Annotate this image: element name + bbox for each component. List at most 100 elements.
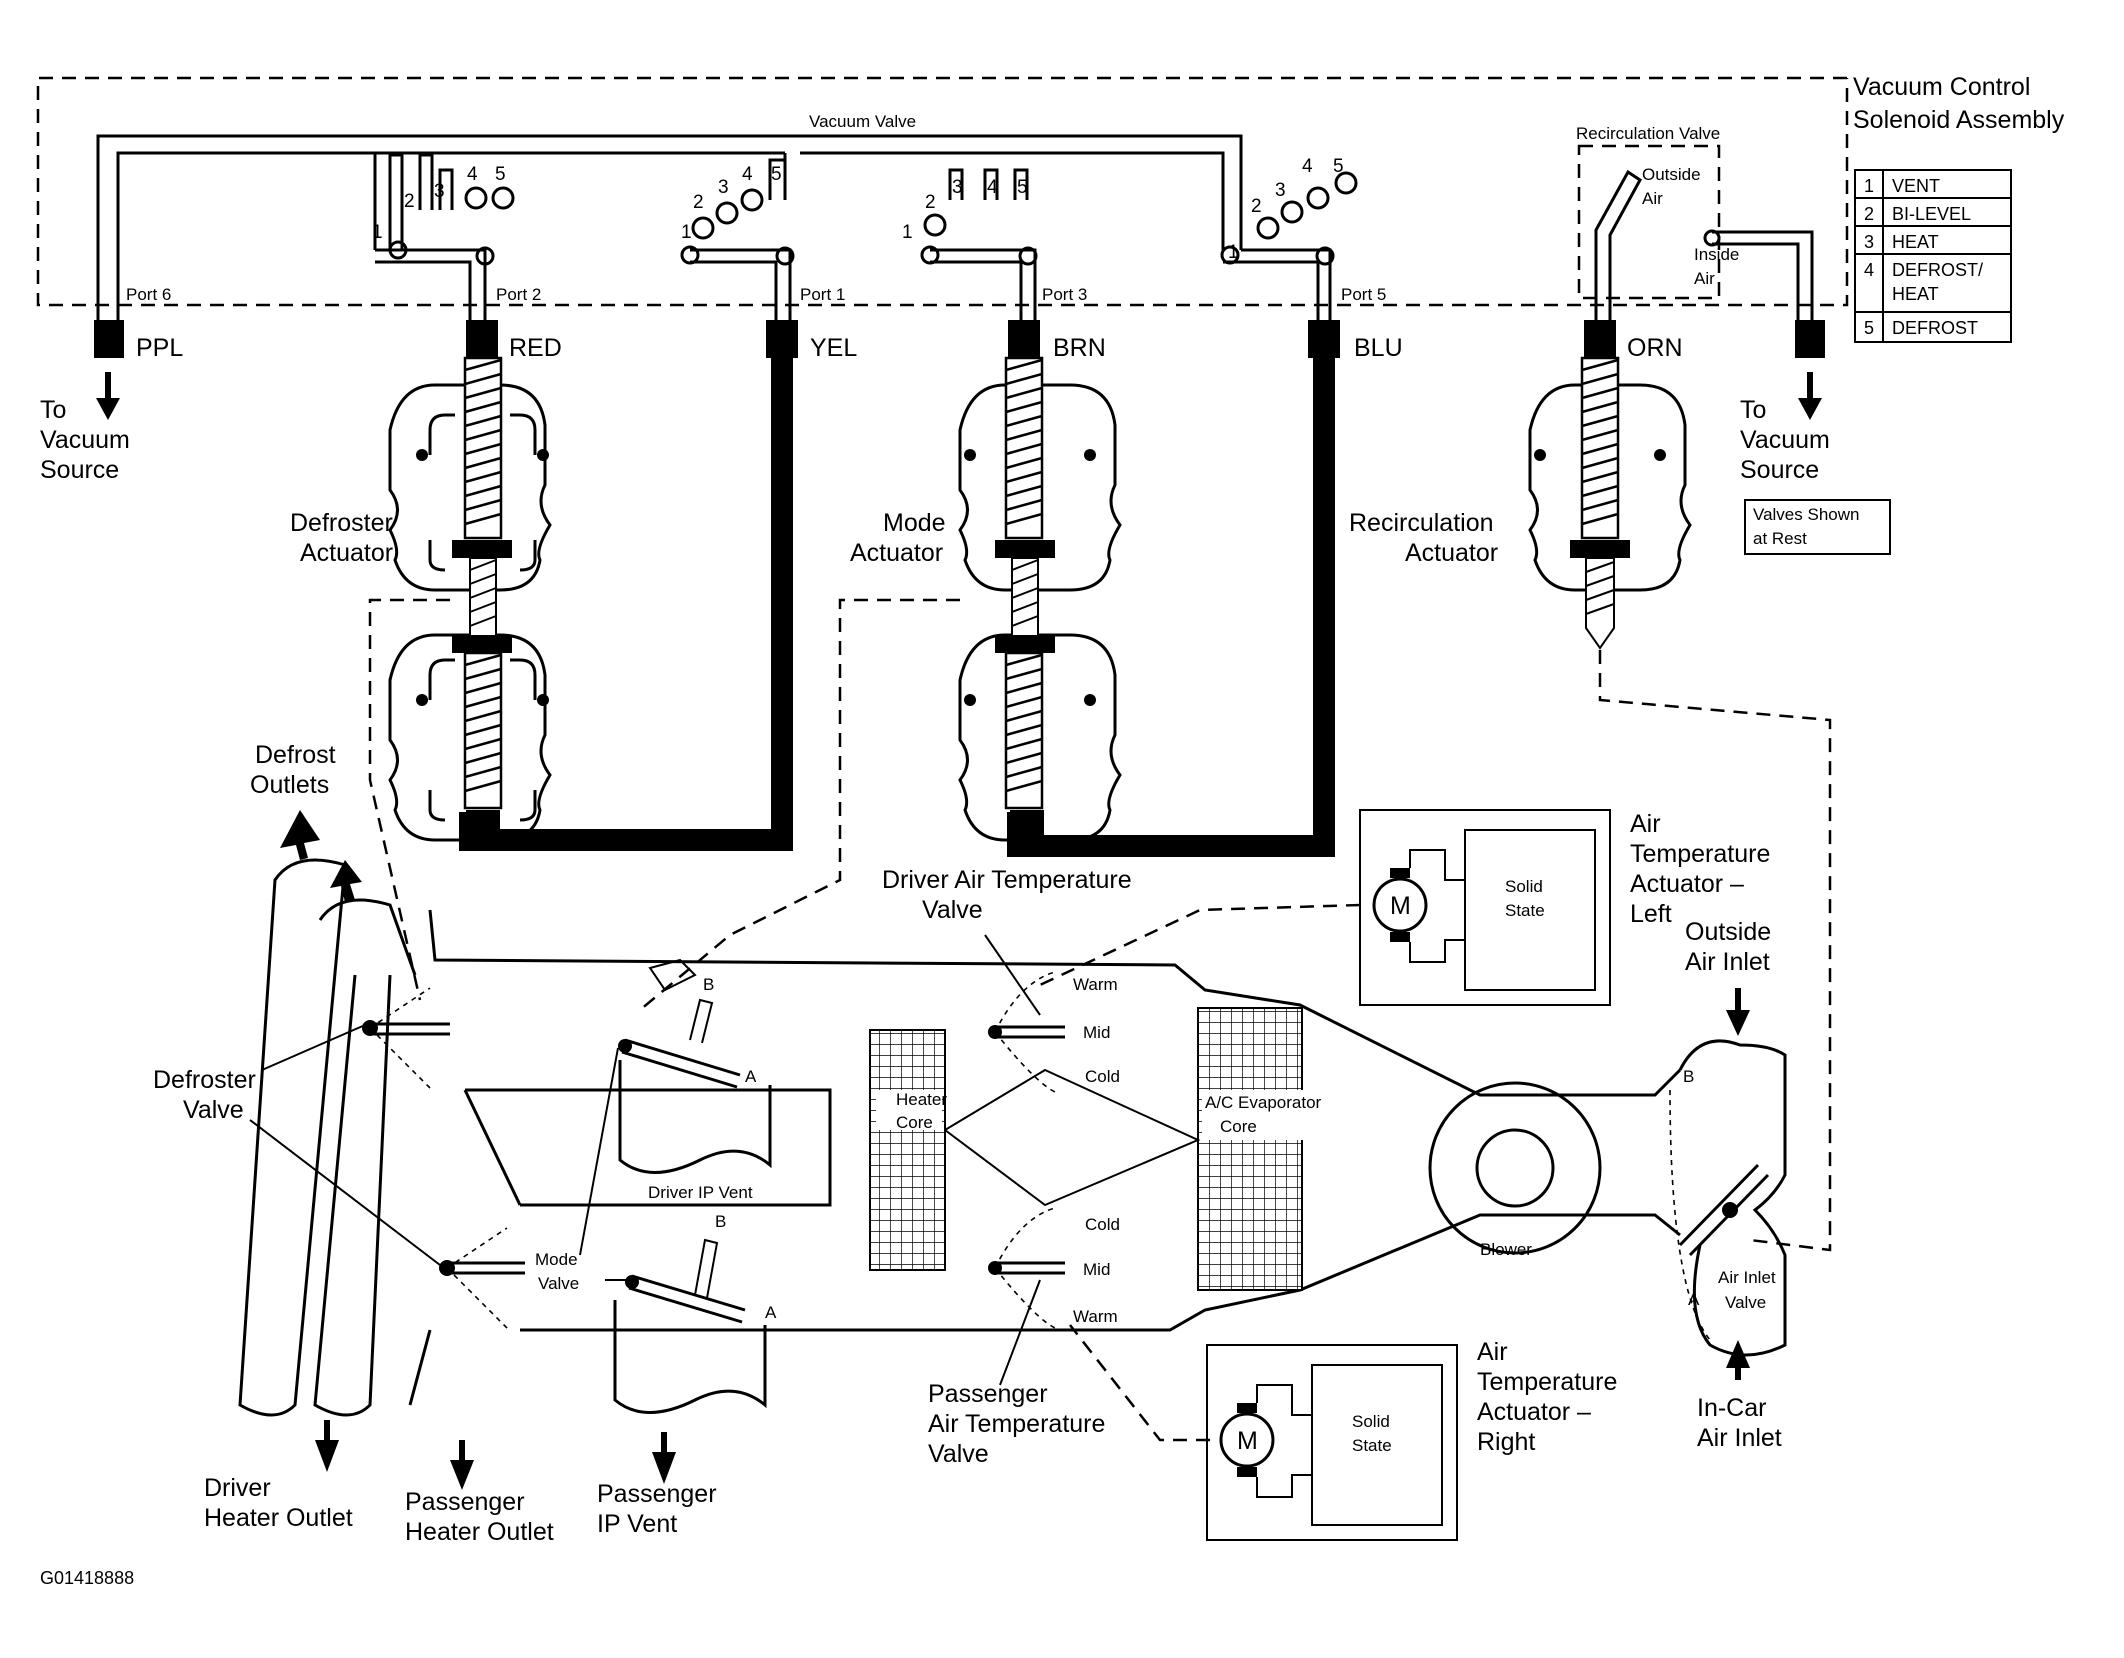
mode-a-label: A: [745, 1067, 757, 1086]
heater-core-label: Heater: [896, 1090, 947, 1109]
color-orn: ORN: [1627, 334, 1683, 362]
mode-b-label-2: B: [715, 1212, 726, 1231]
mode-num-1: 1: [1864, 176, 1874, 196]
solid-state-right-2: State: [1352, 1436, 1392, 1455]
figure-id: G01418888: [40, 1568, 134, 1588]
inside-air-label-2: Air: [1694, 269, 1715, 288]
pos-5b: 5: [771, 164, 782, 185]
valve-position-numbers: 1 2 3 4 5 1 2 3 4 5 1 2 3 4 5 1 2 3 4 5: [372, 156, 1344, 263]
color-brn: BRN: [1053, 334, 1106, 362]
pos-2b: 2: [693, 192, 704, 213]
pos-3d: 3: [1275, 180, 1286, 201]
up-arrow-icon: [330, 860, 362, 902]
to-vacuum-source-l1: To: [40, 396, 66, 424]
mid-label: Mid: [1083, 1023, 1110, 1042]
solid-state-left-2: State: [1505, 901, 1545, 920]
valves-shown-note-2: at Rest: [1753, 529, 1807, 548]
mode-b-label: B: [703, 975, 714, 994]
down-arrow-icon: [1726, 1010, 1750, 1036]
passenger-ip-vent-label: Passenger: [597, 1480, 717, 1508]
duct-labels: Defrost Outlets Defroster Valve Driver H…: [153, 741, 1782, 1546]
mode-heat: HEAT: [1892, 232, 1939, 252]
ac-evaporator-label: A/C Evaporator: [1205, 1093, 1322, 1112]
pos-2: 2: [404, 191, 415, 212]
passenger-air-temp-valve-label: Passenger: [928, 1380, 1048, 1408]
pos-1c: 1: [902, 222, 913, 243]
recirculation-actuator: Recirculation Actuator: [1349, 356, 1692, 650]
mode-defrost-heat-2: HEAT: [1892, 284, 1939, 304]
down-arrow-icon: [315, 1440, 339, 1472]
color-red: RED: [509, 334, 562, 362]
port-6-label: Port 6: [126, 285, 171, 304]
assembly-title-line2: Solenoid Assembly: [1853, 106, 2065, 134]
air-inlet-valve-label: Air Inlet: [1718, 1268, 1776, 1287]
vacuum-source-left: To Vacuum Source: [40, 372, 130, 484]
air-temp-right-label-4: Right: [1477, 1428, 1535, 1456]
recirculation-actuator-label-2: Actuator: [1405, 539, 1498, 567]
port-2-label: Port 2: [496, 285, 541, 304]
vacuum-source-right: To Vacuum Source Valves Shown at Rest: [1740, 372, 1891, 555]
pos-5c: 5: [1017, 177, 1028, 198]
defrost-outlets-label: Defrost: [255, 741, 336, 769]
pos-2c: 2: [925, 192, 936, 213]
mode-defrost-heat: DEFROST/: [1892, 260, 1983, 280]
motor-icon-right: M: [1237, 1427, 1258, 1455]
outside-air-label: Outside: [1642, 165, 1701, 184]
solid-state-left: Solid: [1505, 877, 1543, 896]
defroster-valve-label: Defroster: [153, 1066, 256, 1094]
pos-3c: 3: [952, 177, 963, 198]
mode-num-2: 2: [1864, 204, 1874, 224]
mode-num-3: 3: [1864, 232, 1874, 252]
linkages: [368, 598, 1832, 1442]
pos-3b: 3: [718, 177, 729, 198]
ports: Port 6 Port 2 Port 1 Port 3 Port 5 PPL R…: [94, 285, 1825, 362]
color-blu: BLU: [1354, 334, 1403, 362]
driver-air-temp-valve-label-2: Valve: [922, 896, 983, 924]
mode-vent: VENT: [1892, 176, 1940, 196]
driver-ip-vent-label: Driver IP Vent: [648, 1183, 753, 1202]
driver-heater-outlet-label-2: Heater Outlet: [204, 1504, 353, 1532]
air-temp-left-label-1: Air: [1630, 810, 1661, 838]
solenoid-assembly: Vacuum Control Solenoid Assembly Vacuum …: [36, 73, 2065, 307]
mode-actuator-label: Mode: [883, 509, 946, 537]
to-vacuum-source-r3: Source: [1740, 456, 1819, 484]
pos-4b: 4: [742, 164, 753, 185]
air-temp-actuator-right: Solid State M Air Temperature Actuator –…: [1206, 1338, 1617, 1541]
pos-5d: 5: [1333, 156, 1344, 177]
to-vacuum-source-r1: To: [1740, 396, 1766, 424]
port-5-label: Port 5: [1341, 285, 1386, 304]
mode-table: 1 VENT 2 BI-LEVEL 3 HEAT 4 DEFROST/ HEAT…: [1854, 169, 2012, 343]
down-arrow-icon: [450, 1460, 474, 1490]
pos-1b: 1: [681, 222, 692, 243]
cold-label-2: Cold: [1085, 1215, 1120, 1234]
valves-shown-note: Valves Shown: [1753, 505, 1859, 524]
passenger-ip-vent-label-2: IP Vent: [597, 1510, 677, 1538]
ac-evaporator-label-2: Core: [1220, 1117, 1257, 1136]
defroster-actuator-label: Defroster: [290, 509, 393, 537]
defrost-outlets-label-2: Outlets: [250, 771, 329, 799]
mode-num-5: 5: [1864, 318, 1874, 338]
passenger-air-temp-valve-label-3: Valve: [928, 1440, 989, 1468]
to-vacuum-source-l2: Vacuum: [40, 426, 130, 454]
air-temp-right-label-1: Air: [1477, 1338, 1508, 1366]
mid-label-2: Mid: [1083, 1260, 1110, 1279]
pos-2d: 2: [1251, 196, 1262, 217]
motor-icon-left: M: [1390, 892, 1411, 920]
color-yel: YEL: [810, 334, 857, 362]
mode-bi-level: BI-LEVEL: [1892, 204, 1971, 224]
passenger-air-temp-valve-label-2: Air Temperature: [928, 1410, 1105, 1438]
air-temp-left-label-2: Temperature: [1630, 840, 1770, 868]
cold-label: Cold: [1085, 1067, 1120, 1086]
mode-num-4: 4: [1864, 260, 1874, 280]
recirculation-valve-label: Recirculation Valve: [1576, 124, 1720, 143]
mode-actuator-label-2: Actuator: [850, 539, 943, 567]
pos-4c: 4: [987, 177, 998, 198]
color-ppl: PPL: [136, 334, 183, 362]
air-temp-left-label-3: Actuator –: [1630, 870, 1744, 898]
to-vacuum-source-l3: Source: [40, 456, 119, 484]
mode-a-label-2: A: [765, 1303, 777, 1322]
pos-1d: 1: [1228, 242, 1239, 263]
outside-air-inlet-label-2: Air Inlet: [1685, 948, 1770, 976]
defroster-valve-label-2: Valve: [183, 1096, 244, 1124]
